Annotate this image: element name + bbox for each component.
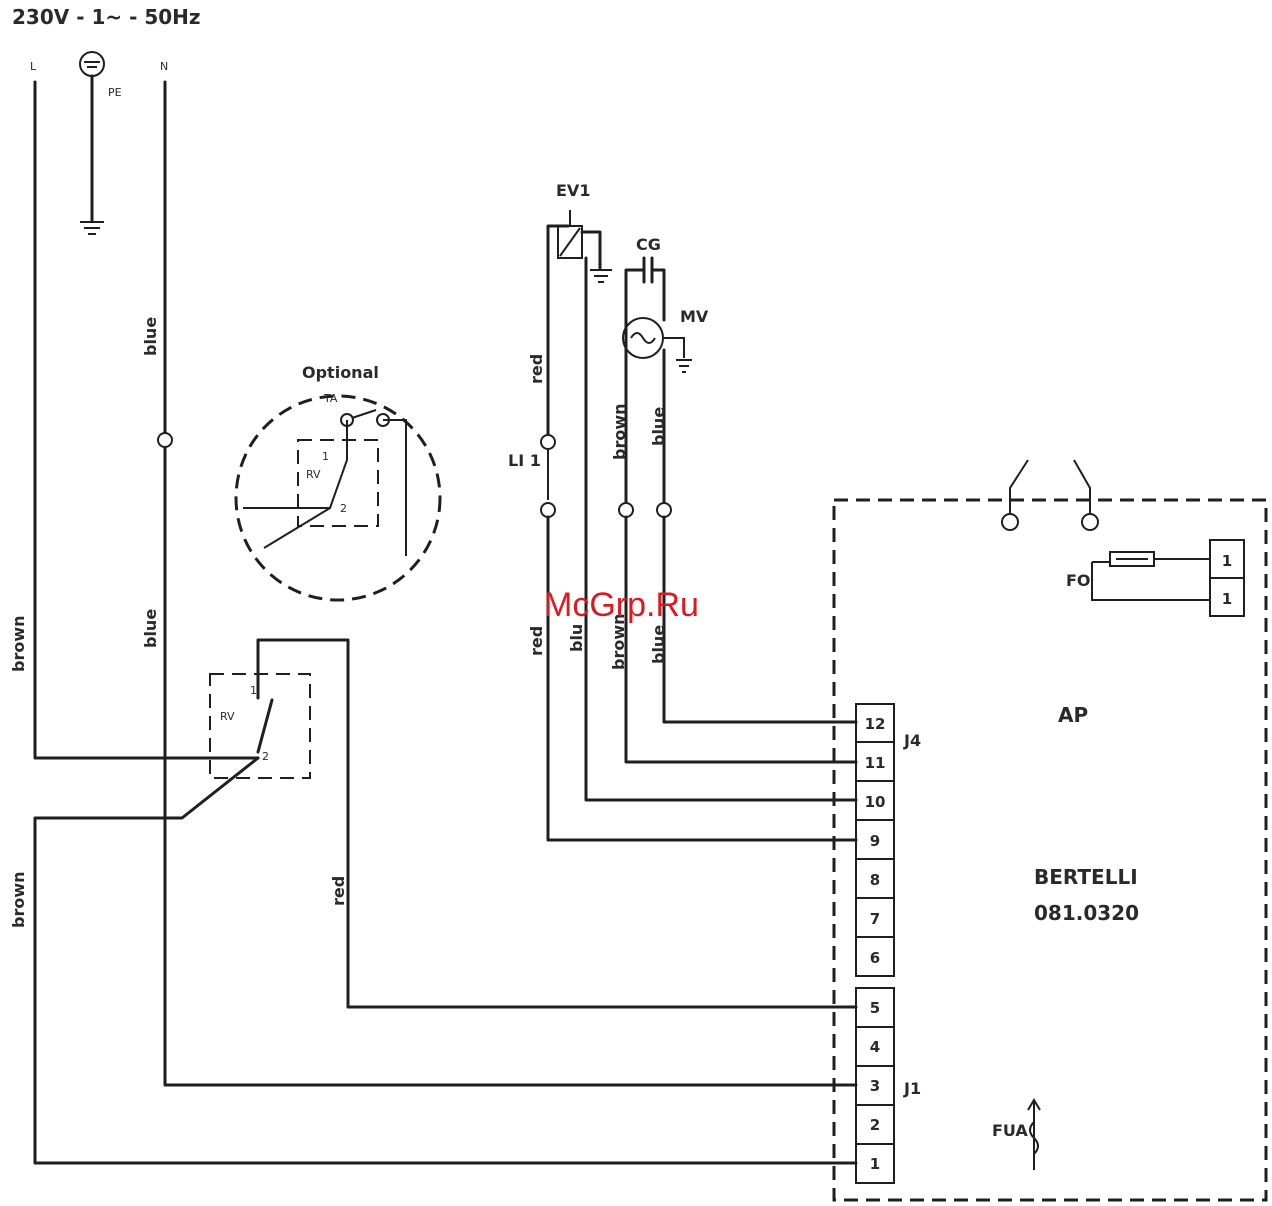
- ap-label: AP: [1058, 703, 1088, 727]
- wire-label-blue-upper: blue: [141, 317, 160, 356]
- j4-pin-10: 10: [865, 793, 886, 811]
- board-entry-stubs: [834, 722, 856, 1163]
- j4-pin-8: 8: [870, 871, 880, 889]
- earth-terminal-pe: [80, 52, 104, 234]
- j1-pin-1: 1: [870, 1155, 880, 1173]
- cg-capacitor: CG: [626, 235, 664, 330]
- optional-ta-label: TA: [323, 392, 338, 405]
- connector-brown-mv: [619, 503, 633, 517]
- wire-neutral: [165, 82, 840, 1085]
- connector-j1: J1 5 4 3 2 1: [856, 988, 921, 1183]
- rv-switch: RV 1 2: [210, 640, 840, 1007]
- wire-red-li1-to-j4: [548, 517, 840, 840]
- ev1-valve: EV1: [548, 181, 612, 440]
- board-switch-contacts: [1002, 460, 1098, 530]
- j4-label: J4: [903, 731, 921, 750]
- j4-pin-6: 6: [870, 949, 880, 967]
- ap-board: AP BERTELLI 081.0320 FO 1 1 FUA: [834, 460, 1266, 1200]
- connector-neutral: [158, 433, 172, 447]
- wire-label-red-rv: red: [329, 876, 348, 906]
- terminal-l-label: L: [30, 60, 37, 73]
- j1-pin-5: 5: [870, 999, 880, 1017]
- wire-label-brown-upper: brown: [9, 615, 28, 672]
- rv-label: RV: [220, 710, 235, 723]
- supply-title: 230V - 1~ - 50Hz: [12, 5, 201, 29]
- j4-pin-11: 11: [865, 754, 886, 772]
- terminal-n-label: N: [160, 60, 168, 73]
- optional-contact-1: 1: [322, 450, 329, 463]
- fo-terminal-1: 1: [1222, 552, 1232, 570]
- terminal-pe-label: PE: [108, 86, 122, 99]
- j1-pin-3: 3: [870, 1077, 880, 1095]
- j4-pin-12: 12: [865, 715, 886, 733]
- board-brand: BERTELLI: [1034, 865, 1138, 889]
- rv-contact-1: 1: [250, 684, 257, 697]
- mv-label: MV: [680, 307, 709, 326]
- optional-thermostat-group: Optional TA RV 1 2: [236, 363, 440, 600]
- fo-label: FO: [1066, 571, 1091, 590]
- j4-pin-7: 7: [870, 910, 880, 928]
- wire-label-red-bus: red: [527, 626, 546, 656]
- fua-label: FUA: [992, 1121, 1028, 1140]
- ev1-label: EV1: [556, 181, 590, 200]
- optional-label: Optional: [302, 363, 379, 382]
- wire-label-blue-mv: blue: [649, 407, 668, 446]
- wire-blu-ev1-to-j4: [586, 258, 840, 800]
- j1-label: J1: [903, 1079, 921, 1098]
- optional-contact-2: 2: [340, 502, 347, 515]
- wire-label-blue-lower: blue: [141, 609, 160, 648]
- rv-contact-2: 2: [262, 750, 269, 763]
- watermark: McGrp.Ru: [544, 586, 699, 624]
- fuse-fua: FUA: [992, 1100, 1040, 1170]
- connector-j4: J4 12 11 10 9 8 7 6: [856, 704, 921, 976]
- connector-blue-mv: [657, 503, 671, 517]
- j4-pin-9: 9: [870, 832, 880, 850]
- optional-rv-label: RV: [306, 468, 321, 481]
- board-model: 081.0320: [1034, 901, 1139, 925]
- j1-pin-4: 4: [870, 1038, 880, 1056]
- wire-brown-return: [35, 758, 840, 1163]
- cg-label: CG: [636, 235, 661, 254]
- fo-terminal-2: 1: [1222, 590, 1232, 608]
- wire-label-blu-bus: blu: [567, 624, 586, 652]
- wire-label-red-li1: red: [527, 354, 546, 384]
- j1-pin-2: 2: [870, 1116, 880, 1134]
- fuse-fo: FO 1 1: [1066, 540, 1244, 616]
- wire-label-brown-lower: brown: [9, 871, 28, 928]
- wire-line-l: [35, 82, 258, 758]
- mv-motor: MV: [623, 307, 709, 372]
- wire-label-brown-mv: brown: [610, 403, 629, 460]
- wire-label-blue-bus: blue: [649, 625, 668, 664]
- li1-label: LI 1: [508, 451, 541, 470]
